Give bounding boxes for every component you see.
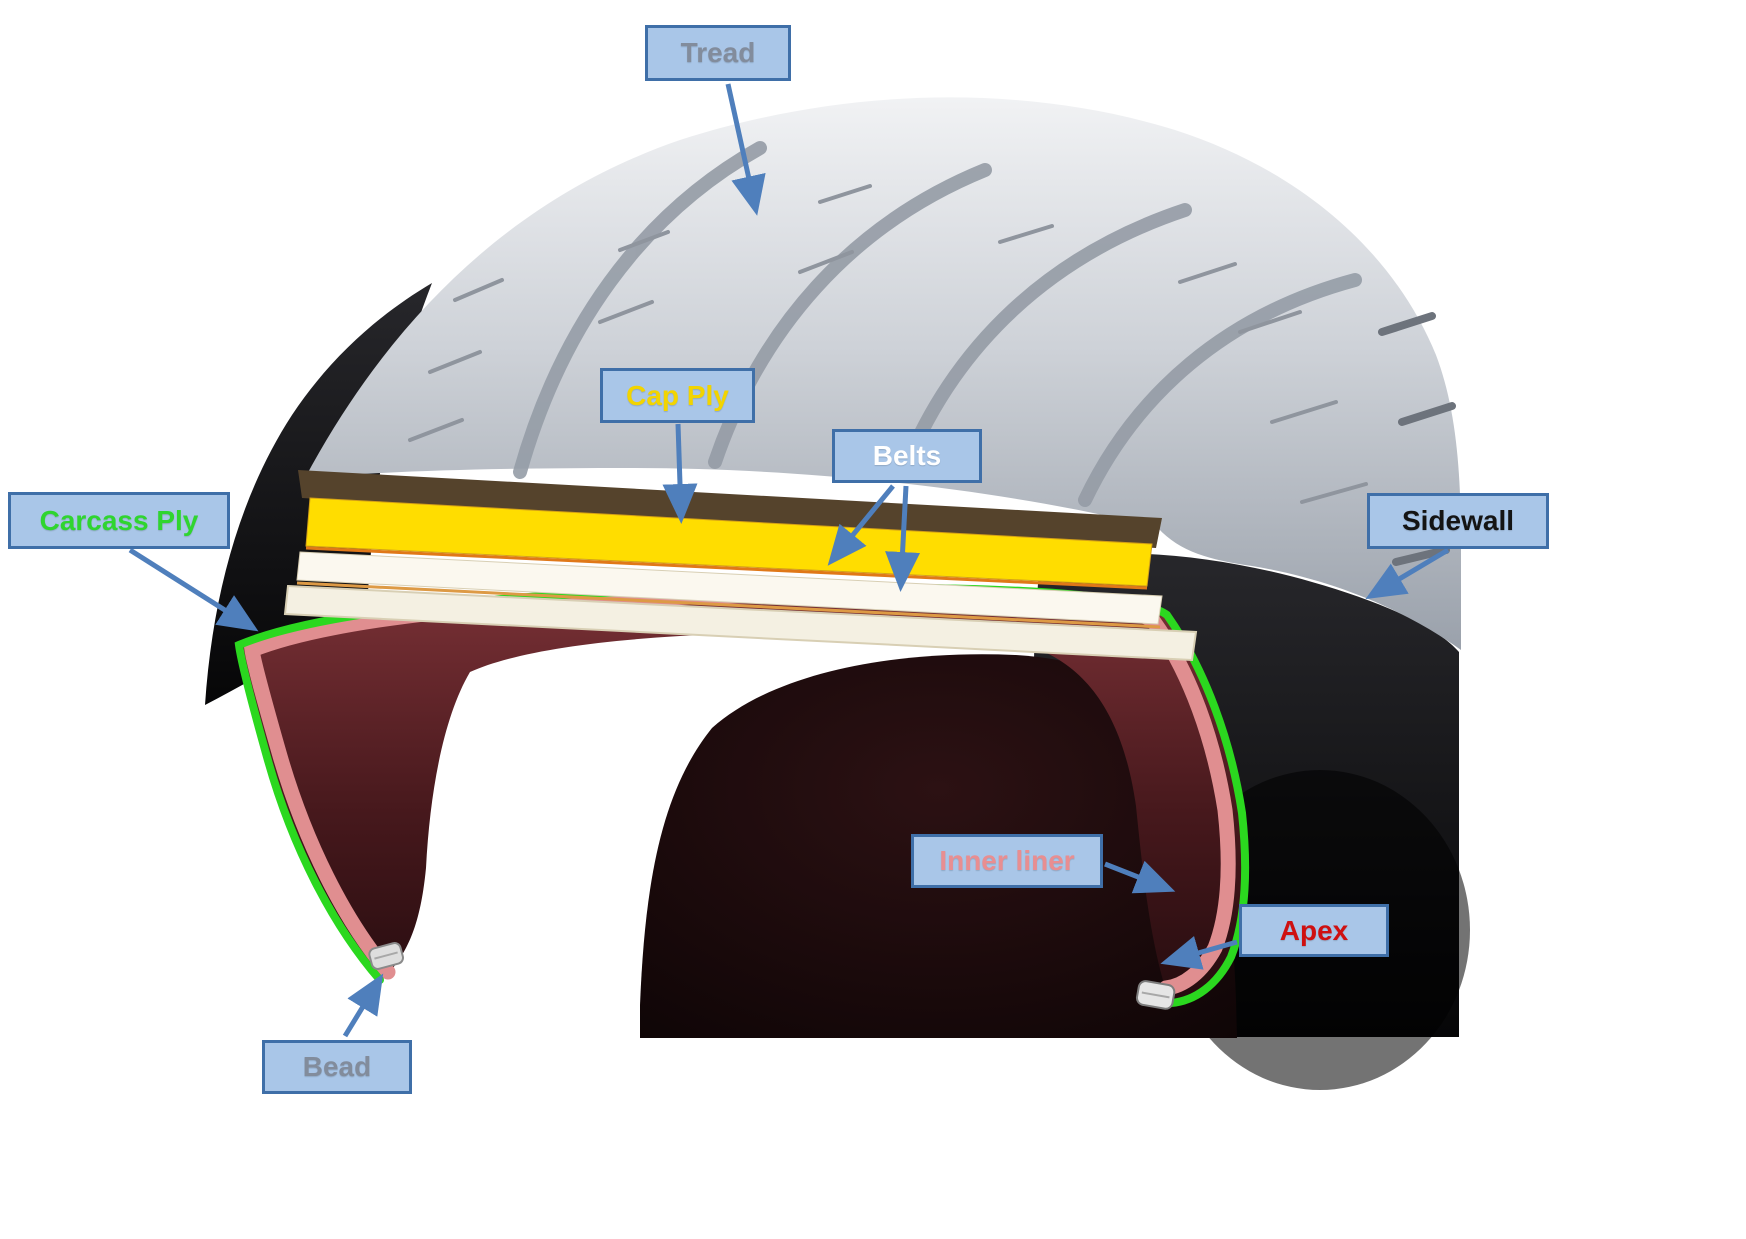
tread-groove xyxy=(898,203,1192,475)
tread-arrow xyxy=(725,83,766,216)
bead-arrow xyxy=(342,973,384,1038)
tread-groove xyxy=(1078,273,1362,507)
label-carcass-ply: Carcass Ply xyxy=(8,492,230,549)
sidewall-arrow xyxy=(1365,547,1450,600)
label-bead: Bead xyxy=(262,1040,412,1094)
belt-1-layer xyxy=(296,551,1163,625)
label-cap-ply: Cap Ply xyxy=(600,368,755,423)
label-tread: Tread xyxy=(645,25,791,81)
belts-arrow-1 xyxy=(827,484,895,566)
bead-left xyxy=(368,942,404,970)
tread-groove xyxy=(513,141,767,479)
belt-divider-line xyxy=(296,581,1161,629)
label-belts: Belts xyxy=(832,429,982,483)
label-sidewall: Sidewall xyxy=(1367,493,1549,549)
inner-liner-arrow xyxy=(1104,860,1176,894)
tread-sipes xyxy=(408,184,1368,504)
callout-arrows xyxy=(128,83,1450,1038)
tread-surface xyxy=(305,97,1461,650)
cap-ply-arrow xyxy=(662,423,698,524)
belt-2-layer xyxy=(283,584,1198,662)
label-inner-liner: Inner liner xyxy=(911,834,1103,888)
bead-right xyxy=(1135,980,1176,1010)
carcass-ply-arrow xyxy=(128,547,259,632)
label-apex: Apex xyxy=(1239,904,1389,957)
cap-ply-underline xyxy=(305,546,1148,590)
tread-underside-rubber xyxy=(298,470,1162,548)
apex-arrow xyxy=(1160,935,1238,970)
belts-arrow-2 xyxy=(885,485,921,592)
cap-ply-layer xyxy=(305,497,1153,587)
